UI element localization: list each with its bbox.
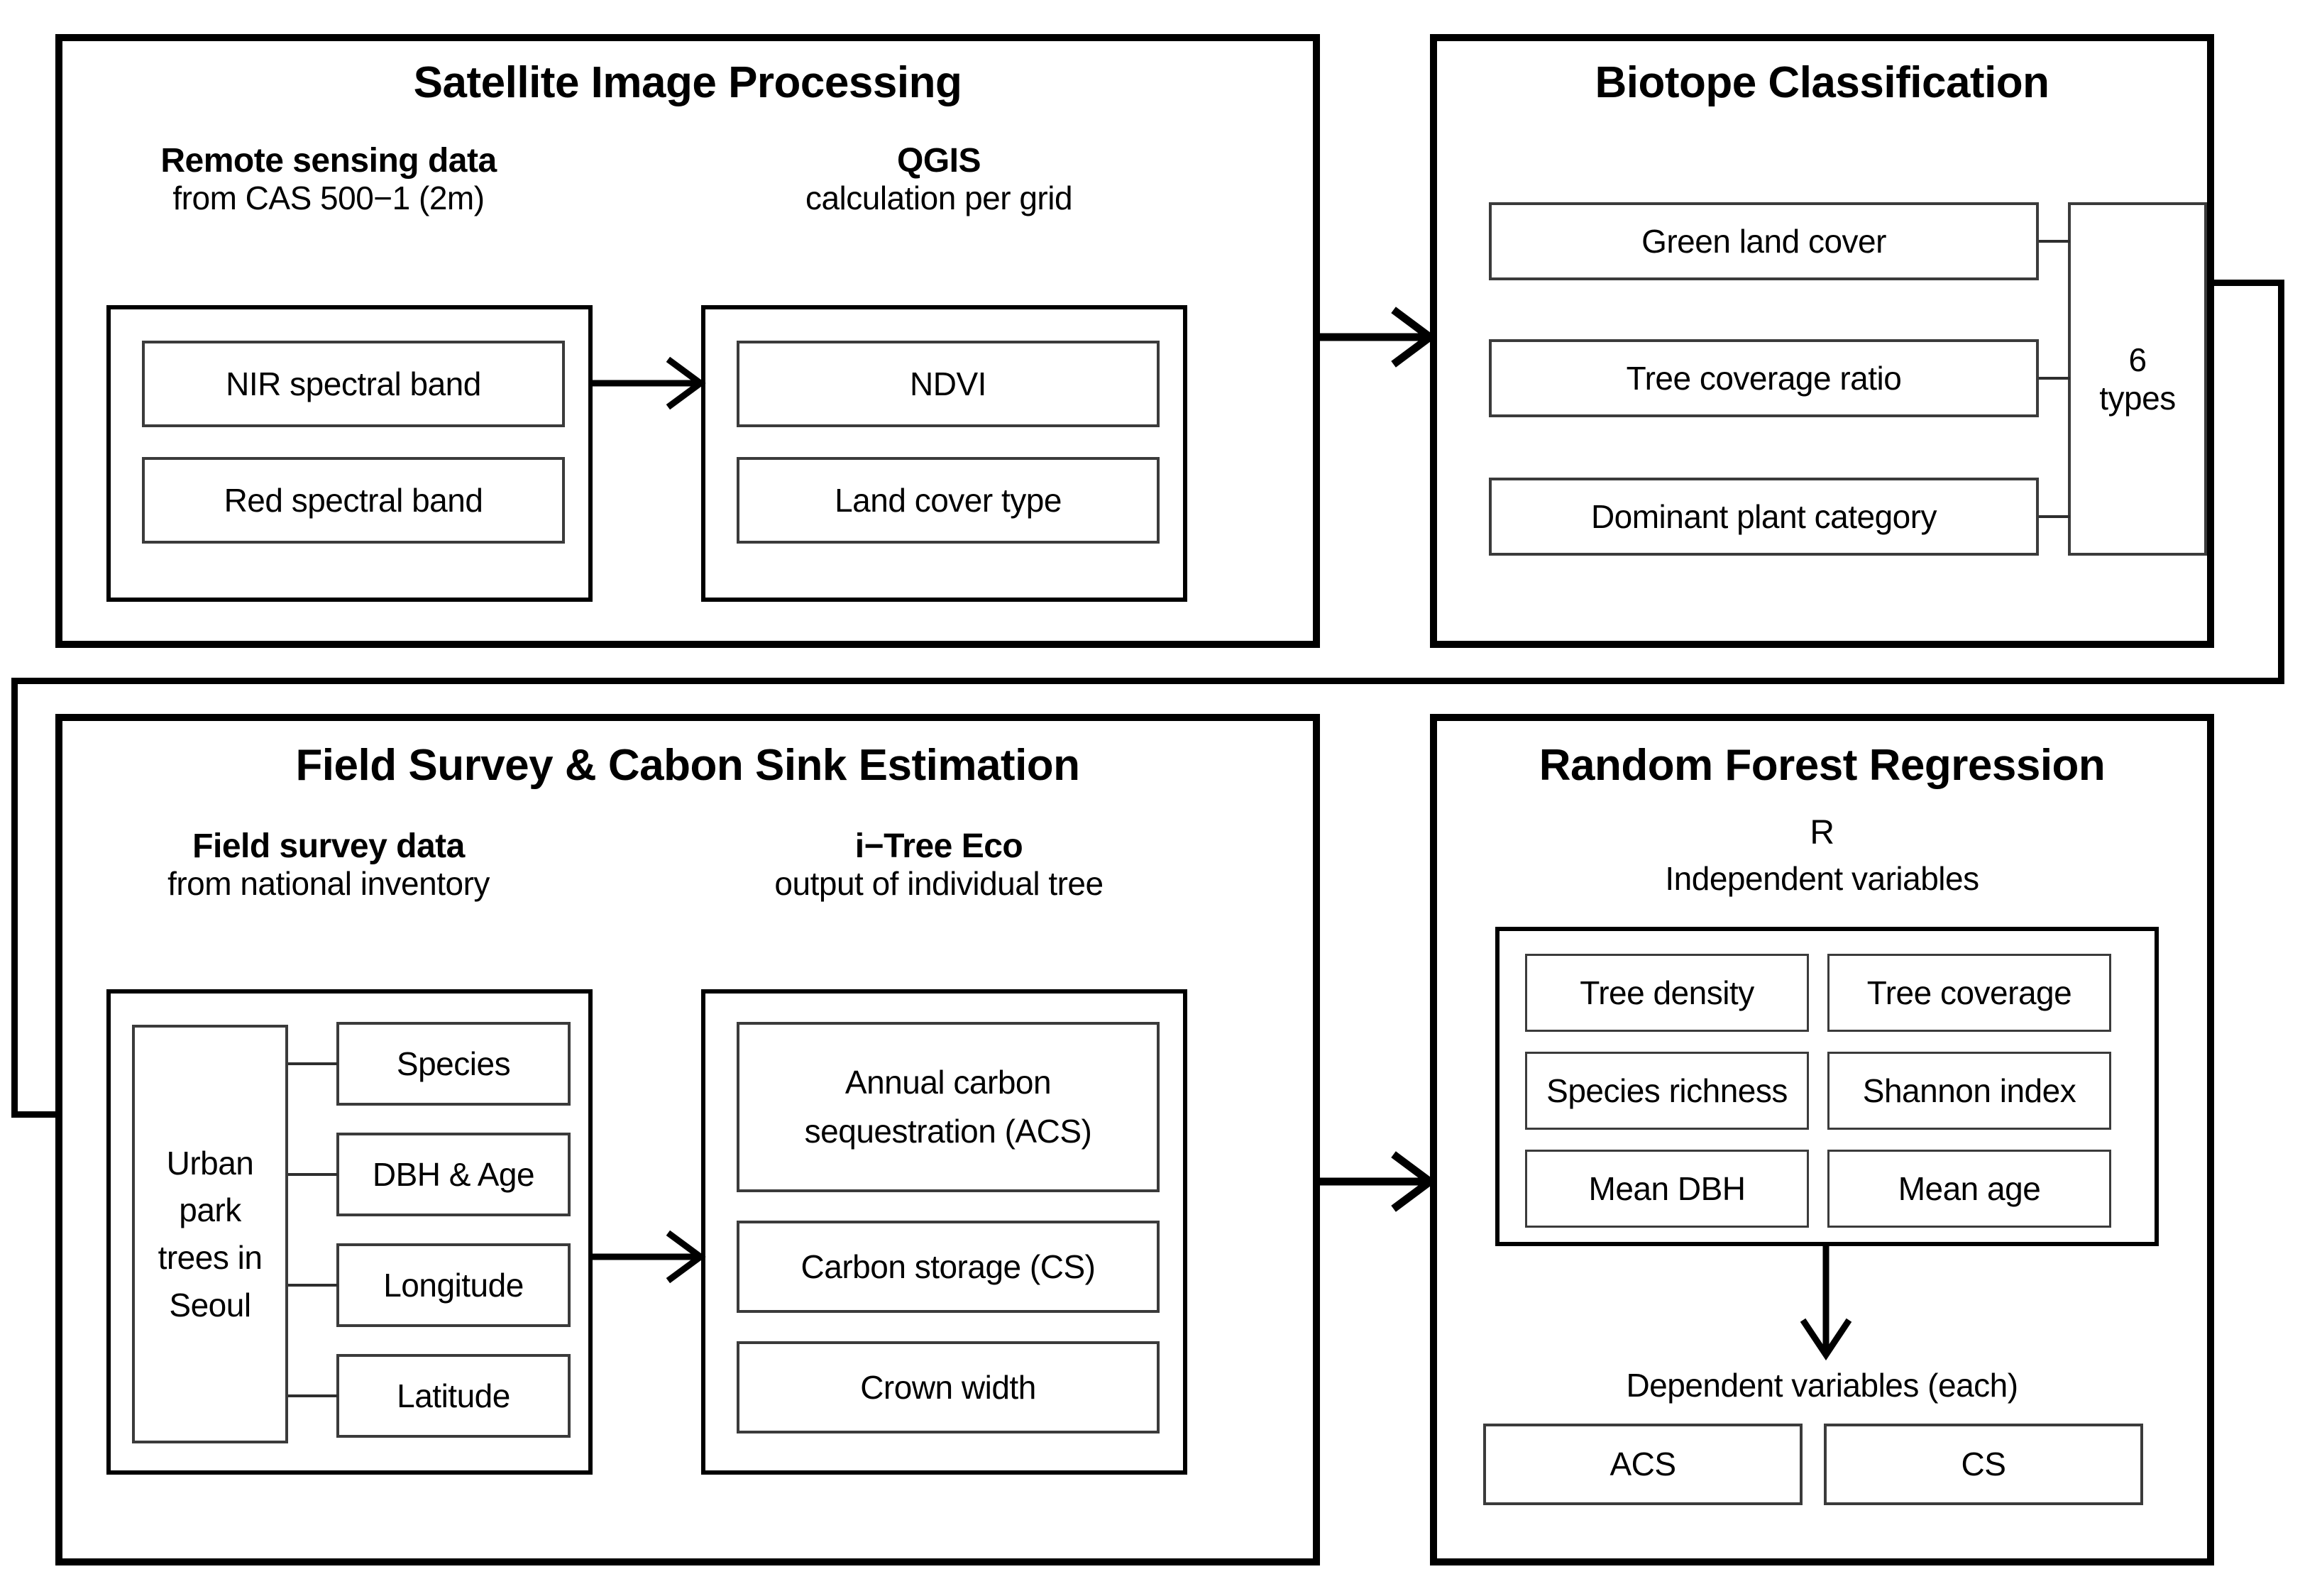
wrap-connector-bottom-horizontal [11,678,2284,684]
wrap-connector-left-vertical [11,678,18,1118]
box-attribute-longitude[interactable]: Longitude [336,1243,571,1327]
arrow-field-to-regression-icon [1320,1151,1437,1212]
box-dominant-plant-category-criteria[interactable]: Dominant plant category [1489,478,2039,556]
urban-park-line4: Seoul [169,1286,251,1323]
satellite-col2-heading-line2: calculation per grid [805,179,1073,216]
panel-field-survey-carbon-sink: Field Survey & Cabon Sink Estimation Fie… [55,714,1320,1565]
box-red-spectral-band[interactable]: Red spectral band [142,457,565,544]
independent-variables-group: Tree density Tree coverage Species richn… [1495,927,2159,1246]
tie-line-dominant-plant-category [2039,515,2070,518]
satellite-col2-group: NDVI Land cover type [701,305,1187,602]
acs-line2: sequestration (ACS) [804,1113,1092,1150]
box-six-types-result[interactable]: 6 types [2068,202,2207,556]
regression-software-label: R [1810,814,1834,852]
box-ndvi[interactable]: NDVI [737,341,1160,427]
panel-title-random-forest: Random Forest Regression [1539,741,2106,790]
wrap-connector-top-horizontal [2206,280,2284,286]
arrow-satellite-to-biotope-icon [1320,307,1437,368]
box-tree-coverage-ratio-criteria[interactable]: Tree coverage ratio [1489,339,2039,417]
field-col2-heading: i−Tree Eco output of individual tree [680,827,1198,902]
panel-random-forest-regression: Random Forest Regression R Independent v… [1430,714,2214,1565]
field-col1-heading-line2: from national inventory [167,864,490,902]
satellite-col1-heading: Remote sensing data from CAS 500−1 (2m) [70,142,588,216]
urban-park-line1: Urban [166,1144,254,1182]
field-col1-group: Urban park trees in Seoul Species DBH & … [106,989,593,1475]
box-green-land-cover-criteria[interactable]: Green land cover [1489,202,2039,280]
box-independent-mean-dbh[interactable]: Mean DBH [1525,1150,1809,1228]
panel-satellite-image-processing: Satellite Image Processing Remote sensin… [55,34,1320,648]
wrap-connector-right-vertical [2278,280,2284,684]
satellite-col1-heading-line1: Remote sensing data [160,142,497,180]
wrap-connector-into-field-panel [11,1111,97,1118]
urban-park-line2: park [179,1192,241,1229]
box-urban-park-trees-seoul[interactable]: Urban park trees in Seoul [132,1025,288,1443]
acs-line1: Annual carbon [844,1064,1052,1101]
dependent-variables-label: Dependent variables (each) [1626,1367,2018,1404]
field-col2-heading-line2: output of individual tree [774,864,1104,902]
box-carbon-storage[interactable]: Carbon storage (CS) [737,1221,1160,1313]
satellite-col2-heading: QGIS calculation per grid [680,142,1198,216]
field-col2-heading-line1: i−Tree Eco [854,827,1023,865]
box-independent-species-richness[interactable]: Species richness [1525,1052,1809,1130]
independent-variables-label: Independent variables [1665,860,1979,897]
box-nir-spectral-band[interactable]: NIR spectral band [142,341,565,427]
field-col1-heading: Field survey data from national inventor… [70,827,588,902]
panel-title-biotope: Biotope Classification [1595,58,2049,107]
box-dependent-cs[interactable]: CS [1824,1424,2143,1505]
six-types-count: 6 [2128,341,2147,378]
tie-line-latitude [288,1394,338,1397]
box-attribute-latitude[interactable]: Latitude [336,1354,571,1438]
field-col2-group: Annual carbon sequestration (ACS) Carbon… [701,989,1187,1475]
tie-line-dbh-age [288,1173,338,1176]
box-independent-tree-density[interactable]: Tree density [1525,954,1809,1032]
box-land-cover-type[interactable]: Land cover type [737,457,1160,544]
satellite-col1-heading-line2: from CAS 500−1 (2m) [172,179,485,216]
field-col1-heading-line1: Field survey data [192,827,465,865]
box-independent-shannon-index[interactable]: Shannon index [1827,1052,2111,1130]
tie-line-green-land-cover [2039,240,2070,243]
box-attribute-species[interactable]: Species [336,1022,571,1106]
panel-title-field-survey: Field Survey & Cabon Sink Estimation [295,741,1080,790]
tie-line-species [288,1062,338,1065]
six-types-label: types [2099,380,2176,417]
arrow-independent-to-dependent-icon [1800,1246,1852,1361]
tie-line-tree-coverage-ratio [2039,377,2070,380]
box-crown-width[interactable]: Crown width [737,1341,1160,1433]
arrow-source-to-outputs-icon [593,1230,706,1284]
urban-park-line3: trees in [158,1239,263,1276]
box-independent-tree-coverage[interactable]: Tree coverage [1827,954,2111,1032]
box-dependent-acs[interactable]: ACS [1483,1424,1803,1505]
tie-line-longitude [288,1284,338,1287]
panel-title-satellite: Satellite Image Processing [413,58,962,107]
box-annual-carbon-sequestration[interactable]: Annual carbon sequestration (ACS) [737,1022,1160,1192]
satellite-col2-heading-line1: QGIS [896,142,981,180]
arrow-nir-to-ndvi-icon [593,356,706,410]
box-attribute-dbh-age[interactable]: DBH & Age [336,1133,571,1216]
satellite-col1-group: NIR spectral band Red spectral band [106,305,593,602]
box-independent-mean-age[interactable]: Mean age [1827,1150,2111,1228]
